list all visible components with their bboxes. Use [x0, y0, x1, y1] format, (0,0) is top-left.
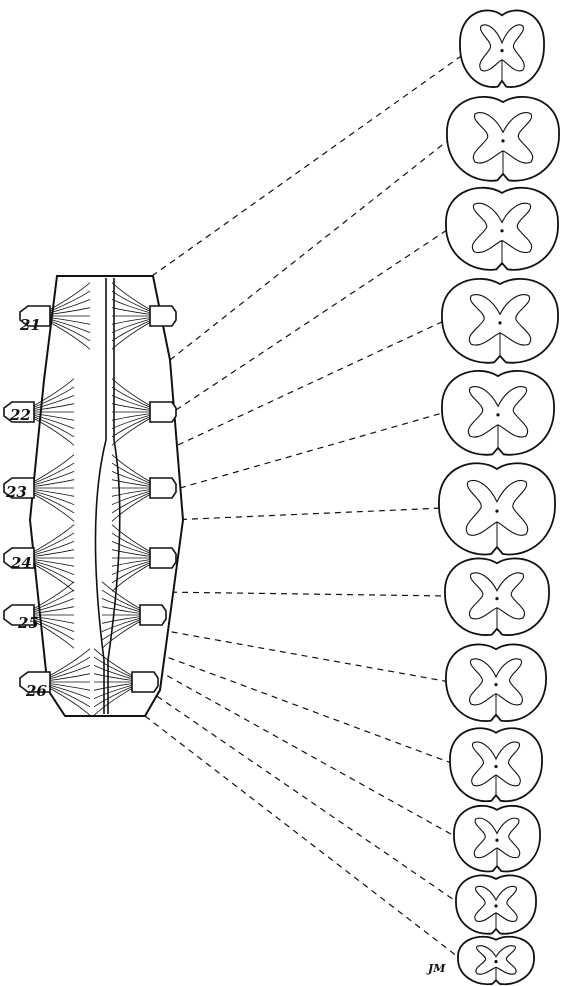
- connector-line: [178, 320, 446, 445]
- central-canal-dot: [495, 839, 498, 842]
- connector-line: [148, 690, 460, 904]
- cross-section: [454, 806, 540, 872]
- cross-section: [456, 875, 536, 933]
- nerve-root-right: [150, 478, 176, 498]
- central-canal-dot: [494, 960, 497, 963]
- central-canal-dot: [495, 510, 498, 513]
- connector-line: [170, 138, 451, 360]
- central-canal-dot: [501, 139, 504, 142]
- connector-line: [152, 54, 464, 276]
- cross-section: [439, 463, 555, 554]
- segment-label-23: 23: [5, 483, 27, 501]
- central-canal-dot: [500, 49, 503, 52]
- connector-line: [170, 508, 443, 520]
- cross-section: [445, 558, 549, 635]
- nerve-root-right: [150, 402, 176, 422]
- cross-sections: [439, 10, 559, 984]
- cross-section: [442, 279, 558, 363]
- connector-line: [176, 228, 450, 410]
- cross-section: [450, 728, 542, 801]
- cross-section: [446, 188, 558, 270]
- artist-signature: JM: [426, 962, 446, 975]
- central-canal-dot: [494, 683, 497, 686]
- connector-line: [160, 592, 449, 596]
- nerve-root-right: [140, 605, 166, 625]
- connector-line: [148, 665, 458, 838]
- segment-label-22: 22: [9, 406, 31, 424]
- connector-line: [148, 650, 454, 764]
- nerve-root-right: [150, 306, 176, 326]
- segment-label-25: 25: [17, 614, 39, 632]
- central-canal-dot: [494, 904, 497, 907]
- cross-section: [458, 937, 534, 984]
- central-canal-dot: [494, 765, 497, 768]
- cross-section: [446, 644, 546, 721]
- connector-line: [180, 412, 446, 488]
- central-canal-dot: [495, 597, 498, 600]
- connector-line: [150, 628, 450, 682]
- segment-label-24: 24: [10, 554, 32, 572]
- central-canal-dot: [498, 321, 501, 324]
- cross-section: [442, 371, 554, 455]
- nerve-root-right: [132, 672, 158, 692]
- cross-section: [460, 10, 544, 87]
- dashed-connector-lines: [145, 54, 464, 960]
- connector-line: [145, 716, 462, 960]
- central-canal-dot: [500, 229, 503, 232]
- cross-section: [447, 97, 559, 181]
- nerve-root-right: [150, 548, 176, 568]
- segment-label-21: 21: [19, 316, 41, 334]
- segment-label-26: 26: [25, 682, 47, 700]
- central-canal-dot: [496, 413, 499, 416]
